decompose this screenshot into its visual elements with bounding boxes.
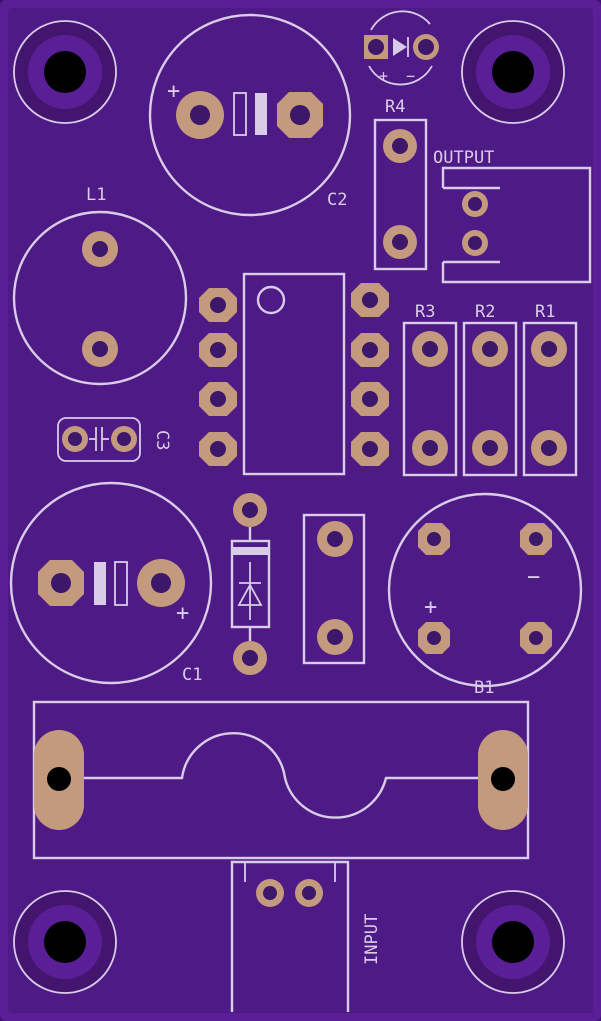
capacitor-c2: + C2 — [148, 13, 352, 217]
resistor-r4: R4 — [373, 97, 428, 271]
output-connector: OUTPUT — [433, 148, 592, 284]
mounting-hole-icon — [492, 51, 534, 93]
c1-label: C1 — [182, 665, 202, 685]
output-label: OUTPUT — [433, 148, 494, 168]
l1-label: L1 — [86, 185, 106, 205]
inductor-l1: L1 — [12, 185, 188, 386]
r1-label: R1 — [535, 302, 555, 322]
led-plus-sign: + — [379, 67, 388, 85]
mounting-hole-icon — [492, 921, 534, 963]
mounting-hole-bottom-left — [13, 890, 117, 994]
battery-holder — [32, 700, 530, 860]
mounting-hole-top-left — [13, 20, 117, 124]
resistor-r3: R3 — [402, 302, 458, 477]
b1-label: B1 — [474, 678, 494, 698]
capacitor-c1: + C1 — [9, 481, 213, 685]
r4-label: R4 — [385, 97, 405, 117]
led-symbol-icon — [393, 37, 409, 57]
capacitor-c3: C3 — [57, 417, 172, 462]
diode-d1 — [230, 493, 271, 675]
buzzer-b1: + − B1 — [387, 492, 583, 698]
diode-symbol-icon — [237, 562, 263, 620]
c1-plus-sign: + — [176, 601, 189, 626]
input-label: INPUT — [362, 914, 382, 965]
resistor-unlabeled — [302, 513, 366, 665]
led-minus-sign: − — [406, 67, 415, 85]
resistor-r2: R2 — [462, 302, 518, 477]
mounting-hole-top-right — [461, 20, 565, 124]
b1-plus-sign: + — [424, 595, 437, 620]
mounting-hole-icon — [44, 51, 86, 93]
c2-label: C2 — [327, 190, 347, 210]
r3-label: R3 — [415, 302, 435, 322]
input-connector: INPUT — [230, 860, 382, 1012]
led: + − — [364, 10, 439, 86]
c3-label: C3 — [152, 430, 172, 450]
b1-minus-sign: − — [527, 565, 540, 590]
ic-dip8 — [199, 272, 389, 476]
c2-plus-sign: + — [167, 79, 180, 104]
mounting-hole-icon — [44, 921, 86, 963]
resistor-r1: R1 — [522, 302, 578, 477]
capacitor-symbol-icon — [89, 427, 109, 451]
r2-label: R2 — [475, 302, 495, 322]
mounting-hole-bottom-right — [461, 890, 565, 994]
copper-pour — [8, 8, 593, 1013]
